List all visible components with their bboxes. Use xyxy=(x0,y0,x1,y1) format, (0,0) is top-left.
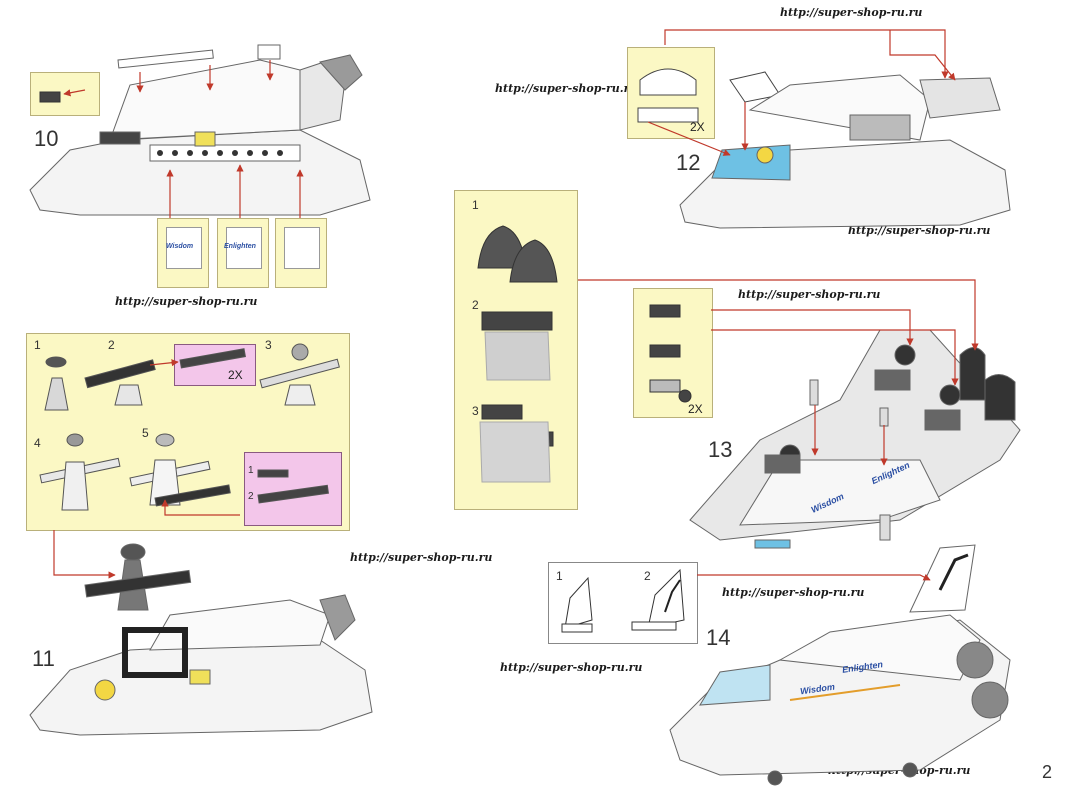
watermark-url-step14: http://super-shop-ru.ru xyxy=(722,586,865,599)
step13-substep-1: 1 xyxy=(472,198,479,212)
step11-quantity: 2X xyxy=(228,368,243,382)
step11-substep-1: 1 xyxy=(34,338,41,352)
sticker-wisdom-label: Wisdom xyxy=(166,243,194,250)
watermark-url-top: http://super-shop-ru.ru xyxy=(780,6,923,19)
step11-pink-callout-top xyxy=(174,344,256,386)
watermark-url-lower: http://super-shop-ru.ru xyxy=(500,661,643,674)
step13-substep-3: 3 xyxy=(472,404,479,418)
step10-shuttle xyxy=(29,44,371,216)
step14-sticker-wisdom: Wisdom xyxy=(799,681,836,697)
watermark-url-step12-left: http://super-shop-ru.ru xyxy=(495,82,638,95)
step12-shuttle xyxy=(679,74,1011,229)
step10-sticker-callout-2: Enlighten xyxy=(217,218,269,288)
step13-wheel-callout xyxy=(633,288,713,418)
step10-sticker-callout-3 xyxy=(275,218,327,288)
step11-substep-3: 3 xyxy=(265,338,272,352)
step13-sticker-enlighten: Enlighten xyxy=(869,459,912,487)
step11-pink-substep-2: 2 xyxy=(248,491,254,502)
step14-tail-callout xyxy=(548,562,698,644)
step-number-14: 14 xyxy=(706,625,731,650)
step11-pink-substep-1: 1 xyxy=(248,465,254,476)
step-number-11: 11 xyxy=(32,646,55,671)
step13-parts-panel xyxy=(454,190,578,510)
sticker-enlighten-label: Enlighten xyxy=(224,243,256,250)
step14-substep-1: 1 xyxy=(556,569,563,583)
step13-substep-2: 2 xyxy=(472,298,479,312)
watermark-url-bottom: http://super-shop-ru.ru xyxy=(828,764,971,777)
step14-shuttle xyxy=(669,544,1011,786)
step10-part-callout xyxy=(30,72,100,116)
watermark-url-middle: http://super-shop-ru.ru xyxy=(350,551,493,564)
step14-sticker-enlighten: Enlighten xyxy=(841,659,884,675)
step11-shuttle xyxy=(29,543,373,736)
step11-substep-5: 5 xyxy=(142,426,149,440)
step-number-13: 13 xyxy=(708,437,733,462)
page-number: 2 xyxy=(1042,762,1053,782)
step11-pink-callout-bottom xyxy=(244,452,342,526)
watermark-url-step12-bottom: http://super-shop-ru.ru xyxy=(848,224,991,237)
step11-substep-4: 4 xyxy=(34,436,41,450)
step12-quantity: 2X xyxy=(690,120,705,134)
watermark-url-step13: http://super-shop-ru.ru xyxy=(738,288,881,301)
watermark-url-step10: http://super-shop-ru.ru xyxy=(115,295,258,308)
step-number-12: 12 xyxy=(676,150,701,175)
step10-sticker-callout-1: Wisdom xyxy=(157,218,209,288)
step14-arrows xyxy=(697,573,931,581)
step-number-10: 10 xyxy=(34,126,59,151)
step14-substep-2: 2 xyxy=(644,569,651,583)
step13-shuttle xyxy=(689,329,1021,549)
step13-sticker-wisdom: Wisdom xyxy=(809,491,846,515)
step11-substep-2: 2 xyxy=(108,338,115,352)
step13-quantity: 2X xyxy=(688,402,703,416)
